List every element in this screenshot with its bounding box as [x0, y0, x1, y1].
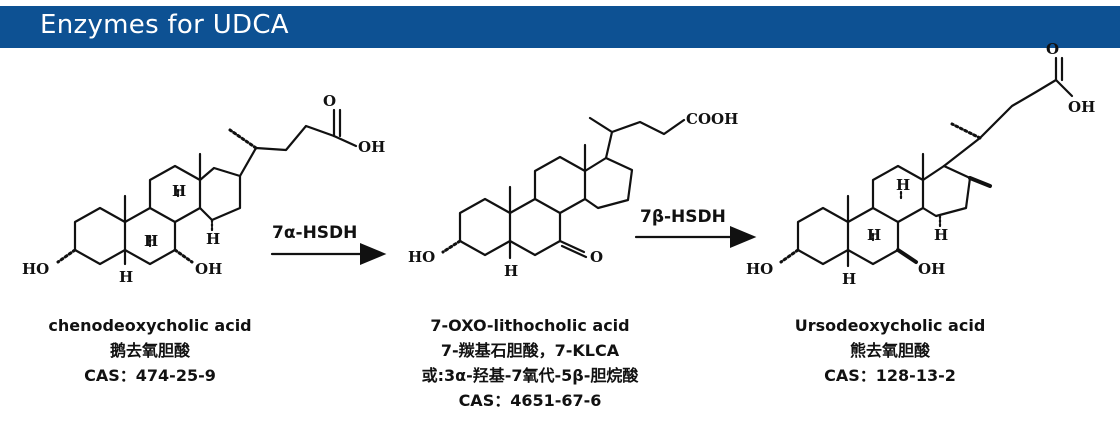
- atom-label: HO: [746, 260, 773, 278]
- atom-label: H: [867, 226, 881, 244]
- atom-label: HO: [22, 260, 49, 278]
- compound-cas: CAS：474-25-9: [84, 366, 216, 385]
- caption-7-klca: 7-OXO-lithocholic acid 7-羰基石胆酸，7-KLCA 或:…: [390, 313, 670, 413]
- atom-label: H: [896, 176, 910, 194]
- atom-label: H: [119, 268, 133, 286]
- compound-chinese-name: 熊去氧胆酸: [849, 341, 930, 360]
- atom-label: H: [144, 232, 158, 250]
- molecule-udca: [779, 56, 1074, 268]
- compound-alt-name: 或:3α-羟基-7氧代-5β-胆烷酸: [421, 366, 639, 385]
- atom-label: OH: [1068, 98, 1095, 116]
- atom-label: H: [842, 270, 856, 288]
- caption-cdca: chenodeoxycholic acid 鹅去氧胆酸 CAS：474-25-9: [20, 313, 280, 388]
- atom-label: COOH: [686, 110, 738, 128]
- enzyme-label-1: 7α-HSDH: [272, 223, 357, 243]
- atom-label: O: [1046, 40, 1059, 58]
- atom-label: OH: [918, 260, 945, 278]
- atom-label: OH: [195, 260, 222, 278]
- compound-chinese-name: 7-羰基石胆酸，7-KLCA: [440, 341, 620, 360]
- molecule-cdca: [56, 108, 358, 266]
- atom-label: O: [323, 92, 336, 110]
- page-title: Enzymes for UDCA: [40, 10, 289, 40]
- atom-label: H: [504, 262, 518, 280]
- atom-label: H: [172, 182, 186, 200]
- atom-label: O: [590, 248, 603, 266]
- enzyme-label-2: 7β-HSDH: [640, 207, 726, 227]
- title-banner: Enzymes for UDCA: [0, 6, 1120, 48]
- atom-label: H: [934, 226, 948, 244]
- molecule-7-klca: [441, 116, 686, 260]
- caption-udca: Ursodeoxycholic acid 熊去氧胆酸 CAS：128-13-2: [760, 313, 1020, 388]
- atom-label: HO: [408, 248, 435, 266]
- atom-label: OH: [358, 138, 385, 156]
- compound-cas: CAS：128-13-2: [824, 366, 956, 385]
- compound-name: 7-OXO-lithocholic acid: [430, 316, 630, 335]
- compound-chinese-name: 鹅去氧胆酸: [109, 341, 190, 360]
- compound-name: chenodeoxycholic acid: [48, 316, 252, 335]
- atom-label: H: [206, 230, 220, 248]
- compound-cas: CAS：4651-67-6: [458, 391, 602, 410]
- compound-name: Ursodeoxycholic acid: [794, 316, 986, 335]
